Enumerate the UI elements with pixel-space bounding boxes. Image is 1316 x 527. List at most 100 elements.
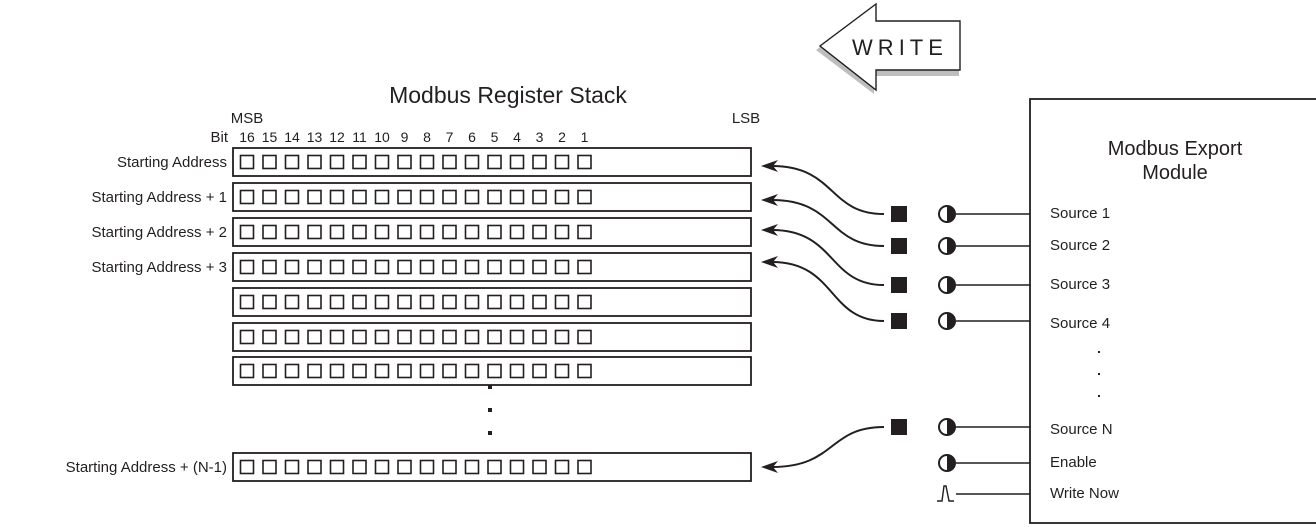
bit-number: 11 xyxy=(352,129,367,145)
bit-number: 2 xyxy=(558,129,566,145)
bit-cell xyxy=(442,154,457,170)
bit-cell xyxy=(284,363,300,379)
half-filled-circle-icon xyxy=(938,237,956,255)
bit-cell xyxy=(329,224,345,240)
input-source-3: Source 3 xyxy=(1050,276,1110,293)
module-title-line1: Modbus Export xyxy=(1108,138,1243,160)
half-filled-circle-icon xyxy=(938,312,956,330)
row-label: Starting Address + (N-1) xyxy=(66,459,227,476)
bit-cell xyxy=(509,154,525,170)
bit-cell xyxy=(307,294,322,310)
input-label: Write Now xyxy=(1050,485,1119,502)
bit-cell xyxy=(352,224,367,240)
register-row xyxy=(232,322,752,352)
bit-cell xyxy=(352,294,367,310)
bit-cell xyxy=(329,459,345,475)
bit-cell xyxy=(262,294,277,310)
bit-cell xyxy=(464,259,480,275)
bit-cell xyxy=(307,363,322,379)
bit-cell xyxy=(284,294,300,310)
input-label: Source 4 xyxy=(1050,315,1110,332)
bit-cell xyxy=(352,259,367,275)
input-write-now: Write Now xyxy=(1050,485,1119,502)
bit-cell xyxy=(487,154,502,170)
bit-cell xyxy=(577,294,592,310)
bit-cell xyxy=(352,154,367,170)
bit-number: 3 xyxy=(536,129,544,145)
bit-cell xyxy=(554,459,570,475)
half-filled-circle-icon xyxy=(938,276,956,294)
filled-square-icon xyxy=(891,206,907,222)
bit-cell xyxy=(397,329,412,345)
bit-cell xyxy=(374,363,390,379)
bit-cell xyxy=(307,329,322,345)
enable-connector xyxy=(938,454,1030,472)
write-now-connector xyxy=(937,485,1030,502)
bit-cell xyxy=(284,189,300,205)
bit-cell xyxy=(442,329,457,345)
bit-number: 5 xyxy=(491,129,499,145)
bit-cell xyxy=(487,459,502,475)
register-stack xyxy=(232,147,752,482)
bit-cell xyxy=(397,224,412,240)
filled-square-icon xyxy=(891,313,907,329)
register-row xyxy=(232,252,752,282)
half-filled-circle-icon xyxy=(938,205,956,223)
bit-cell xyxy=(329,189,345,205)
register-row xyxy=(232,287,752,317)
bit-cell xyxy=(239,224,255,240)
bit-cell xyxy=(487,224,502,240)
bit-cell xyxy=(532,459,547,475)
bit-cell xyxy=(307,224,322,240)
bit-cell xyxy=(397,259,412,275)
msb-label: MSB xyxy=(231,110,264,127)
bit-cell xyxy=(374,189,390,205)
bit-cell xyxy=(487,189,502,205)
bit-cell xyxy=(352,363,367,379)
bit-cell xyxy=(464,189,480,205)
bit-cell xyxy=(307,259,322,275)
arrowhead-icon xyxy=(761,461,778,473)
bit-cell xyxy=(239,459,255,475)
bit-cell xyxy=(464,154,480,170)
bit-cell xyxy=(509,189,525,205)
bit-cell xyxy=(419,224,435,240)
bit-cell xyxy=(532,294,547,310)
bit-cell xyxy=(239,329,255,345)
write-arrow-label: WRITE xyxy=(852,35,948,60)
bit-cell xyxy=(352,459,367,475)
connector-curve xyxy=(771,165,885,215)
register-row xyxy=(232,147,752,177)
row-label: Starting Address + 1 xyxy=(92,189,228,206)
input-label: Source 3 xyxy=(1050,276,1110,293)
bit-cell xyxy=(554,363,570,379)
bit-cell xyxy=(532,224,547,240)
bit-cell xyxy=(239,259,255,275)
bit-number: 1 xyxy=(581,129,589,145)
bit-cell xyxy=(352,329,367,345)
bit-number: 9 xyxy=(401,129,409,145)
bit-cell xyxy=(239,154,255,170)
bit-cell xyxy=(284,154,300,170)
bit-cell xyxy=(532,189,547,205)
bit-cell xyxy=(419,294,435,310)
connector-curve xyxy=(771,229,885,286)
module-title-line2: Module xyxy=(1142,162,1208,184)
bit-cell xyxy=(464,363,480,379)
register-row xyxy=(232,182,752,212)
bit-number: 7 xyxy=(446,129,454,145)
bit-cell xyxy=(397,459,412,475)
bit-cell xyxy=(284,224,300,240)
bit-cell xyxy=(374,259,390,275)
register-ellipsis xyxy=(488,385,492,435)
bit-cell xyxy=(329,363,345,379)
bit-cell xyxy=(329,294,345,310)
bit-cell xyxy=(464,329,480,345)
arrowhead-icon xyxy=(761,194,778,206)
bit-cell xyxy=(442,459,457,475)
bit-cell xyxy=(554,224,570,240)
bit-number: 15 xyxy=(262,129,278,145)
bit-number: 4 xyxy=(513,129,521,145)
bit-cell xyxy=(284,459,300,475)
